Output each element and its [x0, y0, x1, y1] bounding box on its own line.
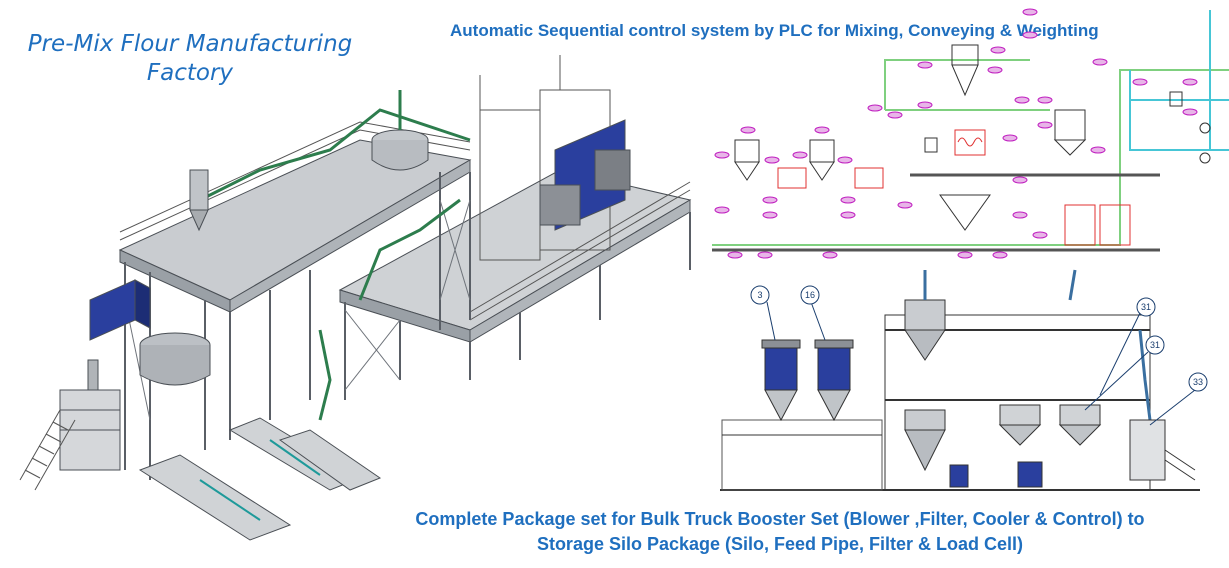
- factory-title: Pre-Mix Flour Manufacturing Factory: [0, 30, 380, 88]
- callout-31b: 31: [1145, 335, 1165, 355]
- package-caption-line1: Complete Package set for Bulk Truck Boos…: [415, 509, 1145, 529]
- silo-elevation-diagram: [720, 269, 1200, 491]
- callout-31a: 31: [1136, 297, 1156, 317]
- callout-33: 33: [1188, 372, 1208, 392]
- blue-silo-unit-left: [764, 344, 798, 391]
- package-caption: Complete Package set for Bulk Truck Boos…: [360, 507, 1200, 557]
- plc-title: Automatic Sequential control system by P…: [450, 21, 1099, 40]
- plc-pid-diagram: [712, 8, 1229, 259]
- package-caption-line2: Storage Silo Package (Silo, Feed Pipe, F…: [536, 534, 1024, 554]
- callout-33-label: 33: [1193, 377, 1203, 387]
- callout-3-label: 3: [757, 290, 762, 300]
- blue-cabinet: [89, 279, 136, 341]
- callout-31a-label: 31: [1141, 302, 1151, 312]
- factory-title-line1: Pre-Mix Flour Manufacturing: [27, 31, 353, 57]
- callout-31b-label: 31: [1150, 340, 1160, 350]
- callout-16-label: 16: [805, 290, 815, 300]
- factory-3d-model: [19, 55, 692, 541]
- callout-16: 16: [800, 285, 820, 305]
- blue-silo-unit-right: [817, 344, 851, 391]
- callout-3: 3: [750, 285, 770, 305]
- factory-title-line2: Factory: [146, 60, 234, 86]
